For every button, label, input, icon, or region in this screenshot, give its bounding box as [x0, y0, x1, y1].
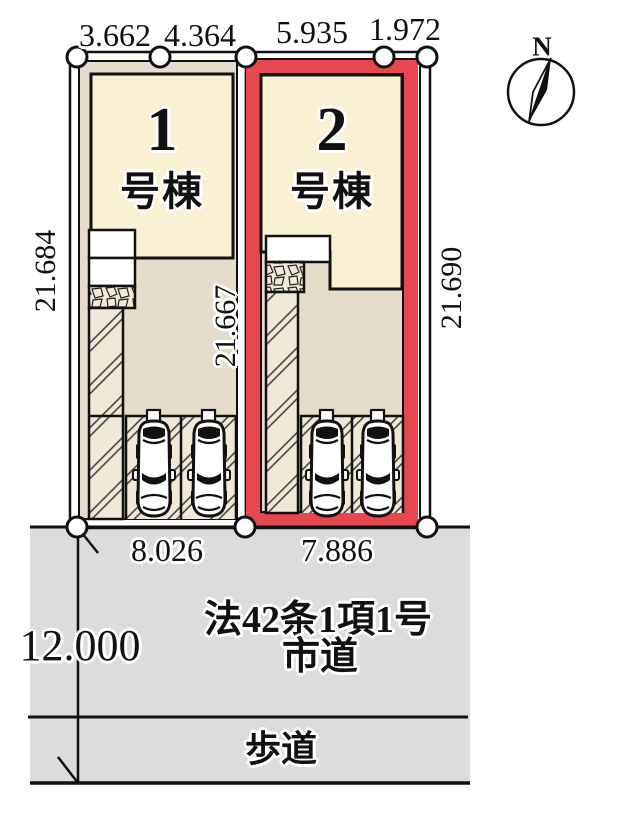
entrance-porch	[87, 256, 137, 288]
dim-road-width: 12.000	[19, 621, 141, 670]
dim-top-4: 1.972	[369, 11, 441, 47]
north-needle	[529, 58, 551, 122]
sidewalk-label: 歩道	[244, 729, 318, 769]
parking-area-2	[299, 408, 405, 518]
road-name-line1: 法42条1項1号	[203, 599, 433, 641]
dim-right-side: 21.690	[435, 246, 468, 330]
car-icon	[131, 419, 177, 518]
building-1-number: 1	[146, 96, 178, 164]
boundary-marker	[65, 515, 89, 539]
approach-path	[87, 306, 125, 521]
dim-top-2: 4.364	[164, 17, 236, 53]
boundary-marker	[415, 45, 439, 69]
boundary-marker	[415, 515, 439, 539]
dim-left-side: 21.684	[29, 229, 62, 313]
boundary-marker	[65, 45, 89, 69]
lot-1-parcel	[68, 50, 248, 530]
dim-bottom-1: 8.026	[131, 532, 203, 568]
gravel-area	[264, 260, 306, 294]
entrance-porch	[87, 228, 137, 260]
car-icon	[304, 419, 350, 518]
lot-2-parcel	[244, 50, 432, 530]
entrance-porch	[264, 234, 332, 264]
building-2-label: 号棟	[290, 169, 374, 214]
dim-bottom-2: 7.886	[301, 532, 373, 568]
compass-icon	[506, 57, 576, 127]
boundary-marker	[233, 515, 257, 539]
building-2-number: 2	[316, 96, 348, 164]
dim-top-1: 3.662	[79, 17, 151, 53]
boundary-markers	[65, 45, 439, 539]
boundary-marker	[234, 45, 258, 69]
parking-area-1	[124, 408, 238, 519]
road-name-line2: 市道	[281, 636, 359, 678]
north-label: N	[532, 31, 552, 62]
building-1-label: 号棟	[120, 169, 204, 214]
road-area	[30, 527, 470, 783]
approach-path	[264, 290, 300, 515]
boundary-marker	[148, 45, 172, 69]
boundary-marker	[372, 45, 396, 69]
building-1-footprint	[89, 72, 235, 260]
car-icon	[186, 419, 232, 518]
dim-lot1-inner: 21.667	[209, 284, 242, 368]
dim-top-3: 5.935	[276, 14, 348, 50]
gravel-area	[87, 284, 137, 310]
car-icon	[355, 419, 401, 518]
